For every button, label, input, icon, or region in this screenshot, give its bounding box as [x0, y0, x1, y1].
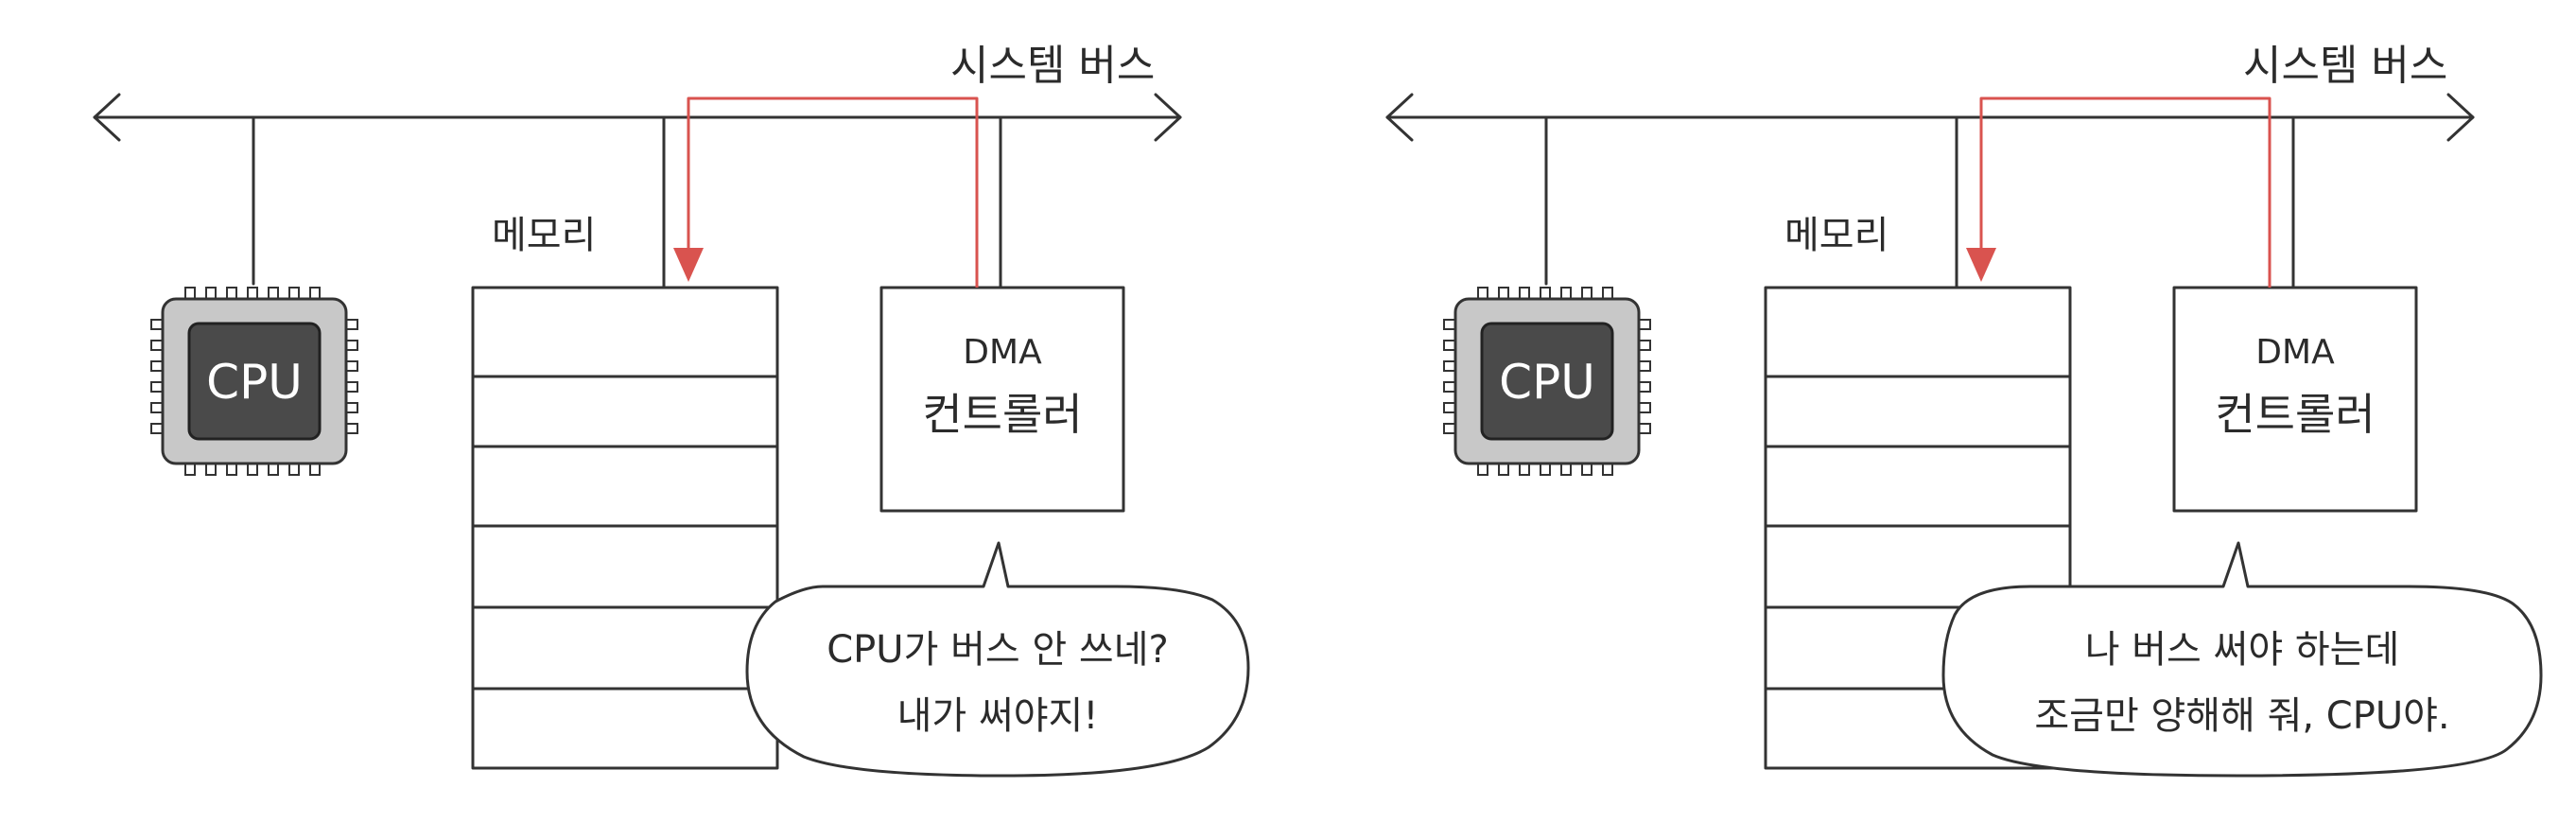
panel-right: 시스템 버스 CPU 메모리 [1385, 42, 2543, 778]
system-bus [93, 93, 1182, 142]
dma-to-memory-arrow [673, 96, 979, 288]
dma-title: DMA [963, 333, 1042, 372]
cpu-chip: CPU [150, 287, 358, 476]
system-bus [1385, 93, 2475, 142]
speech-bubble: CPU가 버스 안 쓰네? 내가 써야지! [745, 541, 1250, 778]
dma-title: DMA [2255, 333, 2335, 372]
cpu-chip: CPU [1443, 287, 1651, 476]
memory-block [471, 286, 779, 770]
dma-to-memory-arrow [1966, 96, 2271, 288]
bubble-line-1: 나 버스 써야 하는데 [2085, 628, 2400, 672]
dma-controller: DMA 컨트롤러 [879, 286, 1125, 513]
panel-left: 시스템 버스 [93, 42, 1250, 778]
dma-subtitle: 컨트롤러 [2215, 389, 2375, 440]
bus-label: 시스템 버스 [2243, 42, 2447, 90]
memory-label: 메모리 [492, 214, 596, 257]
bubble-line-1: CPU가 버스 안 쓰네? [827, 628, 1169, 672]
cpu-label: CPU [1499, 355, 1595, 410]
bubble-line-2: 내가 써야지! [897, 694, 1099, 738]
bus-label: 시스템 버스 [950, 42, 1155, 90]
dma-controller: DMA 컨트롤러 [2172, 286, 2418, 513]
cpu-label: CPU [206, 355, 303, 410]
bubble-line-2: 조금만 양해해 줘, CPU야. [2034, 694, 2449, 738]
speech-bubble: 나 버스 써야 하는데 조금만 양해해 줘, CPU야. [1941, 541, 2543, 778]
dma-subtitle: 컨트롤러 [922, 389, 1082, 440]
memory-label: 메모리 [1784, 214, 1888, 257]
